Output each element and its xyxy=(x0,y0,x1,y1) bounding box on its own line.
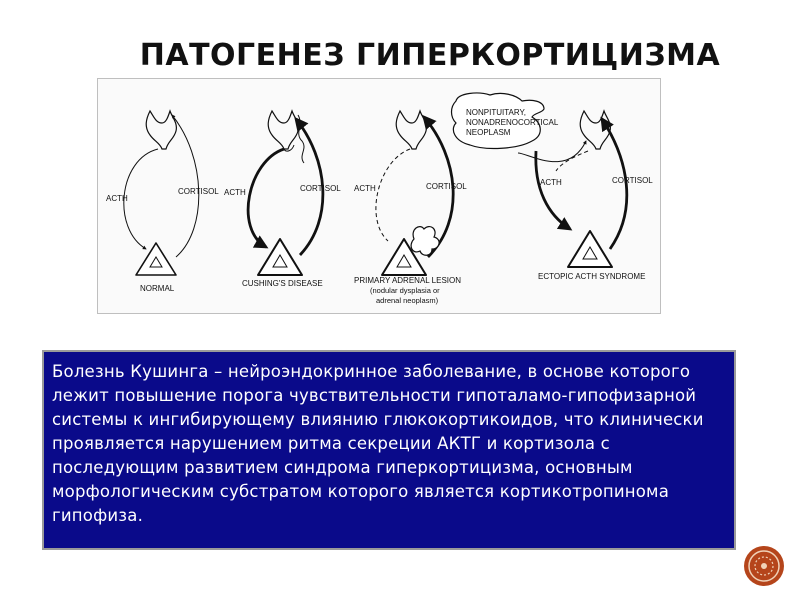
panel-caption: ECTOPIC ACTH SYNDROME xyxy=(538,272,645,281)
acth-label: ACTH xyxy=(106,194,128,203)
diagram-svg: ACTH CORTISOL NORMAL ACTH CORTISOL CUSHI… xyxy=(106,92,653,305)
panel-normal: ACTH CORTISOL NORMAL xyxy=(106,109,219,293)
panel-caption: NORMAL xyxy=(140,284,175,293)
panel-ectopic-acth-syndrome: NONPITUITARY, NONADRENOCORTICAL NEOPLASM… xyxy=(450,92,653,281)
cortisol-label: CORTISOL xyxy=(178,187,219,196)
adrenal-icon xyxy=(567,230,613,268)
description-text: Болезнь Кушинга – нейроэндокринное забол… xyxy=(52,362,704,525)
acth-label: ACTH xyxy=(224,188,246,197)
adrenal-icon xyxy=(135,242,177,276)
cortisol-label: CORTISOL xyxy=(300,184,341,193)
adrenal-nodule-icon xyxy=(410,225,440,256)
adrenal-icon xyxy=(381,238,427,276)
pituitary-icon xyxy=(145,109,177,150)
neoplasm-icon xyxy=(450,92,545,150)
panel-caption: CUSHING'S DISEASE xyxy=(242,279,323,288)
acth-label: ACTH xyxy=(354,184,376,193)
acth-label: ACTH xyxy=(540,178,562,187)
panel-subcaption: adrenal neoplasm) xyxy=(376,296,439,305)
neoplasm-label: NONADRENOCORTICAL xyxy=(466,118,559,127)
adrenal-icon xyxy=(257,238,303,276)
panel-cushings-disease: ACTH CORTISOL CUSHING'S DISEASE xyxy=(224,109,341,288)
cortisol-label: CORTISOL xyxy=(612,176,653,185)
cortisol-label: CORTISOL xyxy=(426,182,467,191)
panel-caption: PRIMARY ADRENAL LESION xyxy=(354,276,461,285)
panel-primary-adrenal-lesion: ACTH CORTISOL PRIMARY ADRENAL LESION (no… xyxy=(354,109,467,305)
pathogenesis-diagram: ACTH CORTISOL NORMAL ACTH CORTISOL CUSHI… xyxy=(97,78,661,314)
neoplasm-label: NEOPLASM xyxy=(466,128,511,137)
neoplasm-label: NONPITUITARY, xyxy=(466,108,526,117)
pituitary-icon xyxy=(395,109,427,150)
description-box: Болезнь Кушинга – нейроэндокринное забол… xyxy=(42,350,736,550)
decorative-emblem-icon xyxy=(742,544,786,588)
slide-title: ПАТОГЕНЕЗ ГИПЕРКОРТИЦИЗМА xyxy=(139,38,721,73)
pituitary-icon xyxy=(267,109,299,150)
panel-subcaption: (nodular dysplasia or xyxy=(370,286,440,295)
